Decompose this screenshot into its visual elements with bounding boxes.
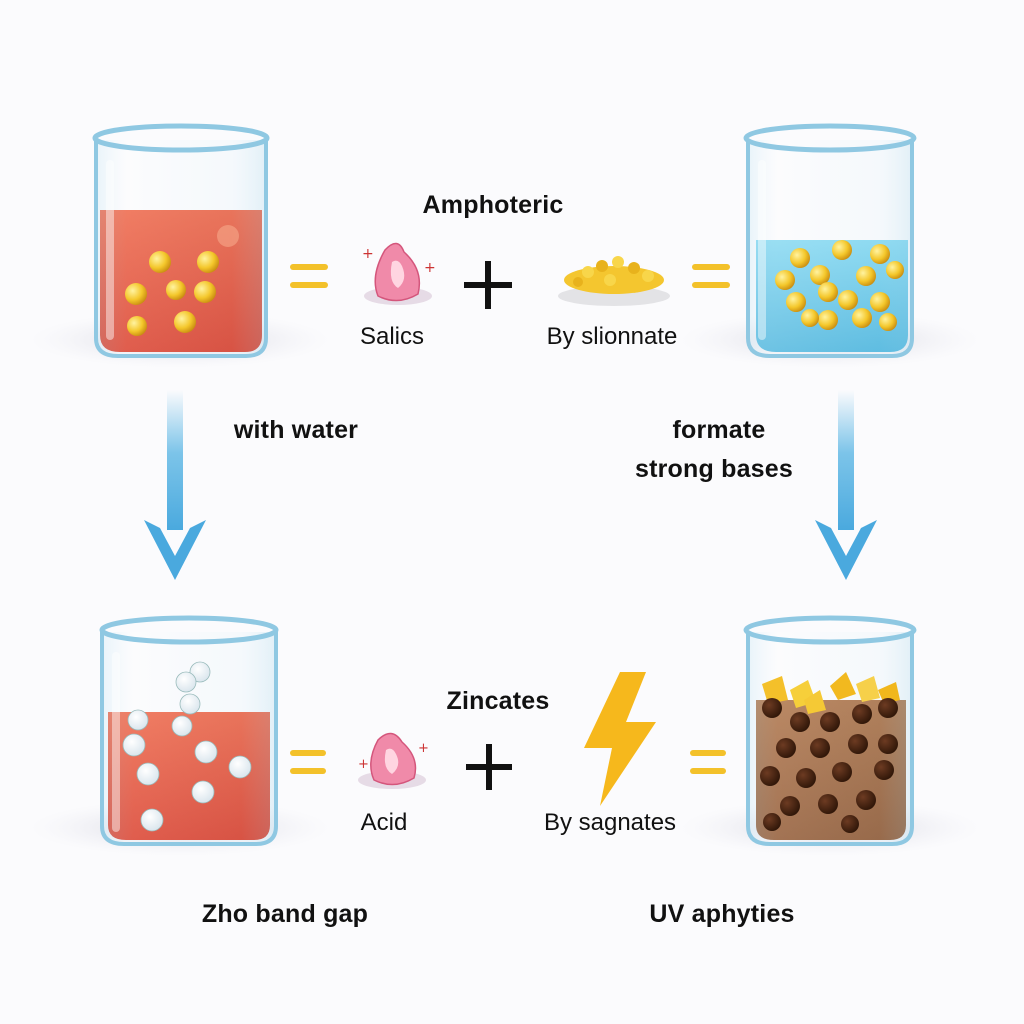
bubbles — [122, 661, 252, 832]
equals-icon — [290, 264, 328, 288]
down-arrow-icon — [815, 390, 877, 580]
beaker-bottom-left — [30, 615, 330, 856]
right-transition-label-line1: formate — [672, 416, 766, 444]
bottom-reactant2-label: By sagnates — [543, 809, 677, 836]
svg-text:+: + — [424, 260, 436, 276]
left-transition-label: with water — [233, 416, 359, 444]
acid-crystal-icon: + + — [358, 732, 429, 789]
top-reactant2-label: By slionnate — [546, 323, 678, 350]
gold-pellets-icon — [558, 256, 670, 306]
left-caption: Zho band gap — [201, 900, 369, 928]
equals-icon — [692, 264, 730, 288]
beaker-top-left — [30, 123, 330, 368]
right-caption: UV aphyties — [649, 900, 795, 928]
plus-icon — [466, 744, 512, 790]
dark-particles — [760, 698, 898, 833]
salt-crystal-icon: + + — [362, 242, 436, 305]
beaker-bottom-right — [680, 615, 980, 856]
particles-gold — [125, 225, 239, 336]
top-heading: Amphoteric — [422, 191, 564, 219]
particles-gold — [775, 240, 904, 331]
lightning-icon — [584, 672, 656, 806]
down-arrow-icon — [144, 390, 206, 580]
bottom-reactant1-label: Acid — [360, 809, 408, 836]
svg-text:+: + — [418, 741, 429, 756]
right-transition-label-line2: strong bases — [634, 455, 794, 483]
equals-icon — [690, 750, 726, 774]
plus-icon — [464, 261, 512, 309]
equals-icon — [290, 750, 326, 774]
gold-crystals — [762, 672, 900, 714]
bottom-heading: Zincates — [446, 687, 550, 715]
top-reactant1-label: Salics — [359, 323, 425, 350]
svg-text:+: + — [362, 246, 374, 262]
beaker-top-right — [680, 123, 980, 368]
svg-text:+: + — [358, 757, 369, 772]
